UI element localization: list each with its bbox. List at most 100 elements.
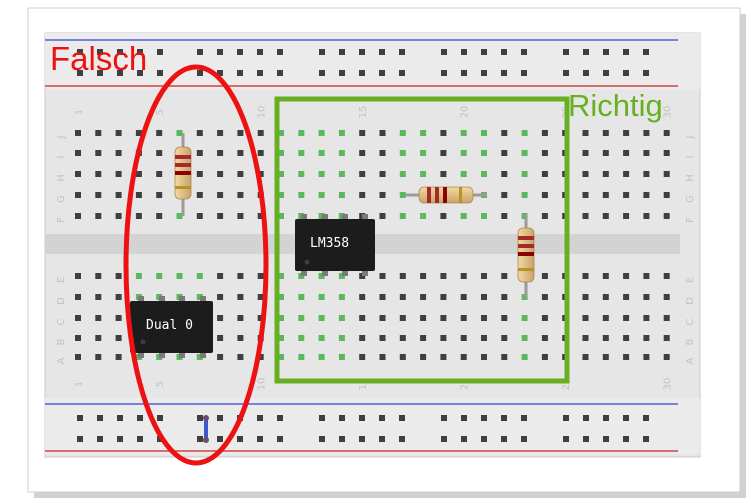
breadboard-hole (75, 150, 81, 156)
breadboard-hole (278, 273, 284, 279)
breadboard-hole (359, 294, 366, 300)
row-letter: D (685, 297, 696, 305)
breadboard-hole (318, 130, 325, 136)
breadboard-hole (135, 192, 142, 198)
row-letter: G (56, 195, 67, 203)
breadboard-hole (278, 354, 284, 360)
breadboard-hole (440, 130, 447, 136)
breadboard-hole (298, 335, 305, 341)
breadboard-hole (196, 273, 203, 279)
breadboard-hole (75, 130, 81, 136)
breadboard-hole (501, 354, 508, 360)
breadboard-hole (237, 192, 244, 198)
breadboard-hole (338, 315, 345, 321)
breadboard-hole (359, 130, 366, 136)
breadboard-hole (277, 415, 283, 421)
breadboard-hole (602, 294, 609, 300)
breadboard-hole (379, 273, 386, 279)
column-number: 15 (358, 106, 369, 119)
breadboard-hole (663, 273, 670, 279)
row-letter: F (56, 217, 67, 223)
breadboard-hole (623, 315, 630, 321)
breadboard-hole (339, 415, 345, 421)
breadboard-hole (602, 192, 609, 198)
breadboard-hole (521, 436, 527, 442)
breadboard-hole (461, 436, 467, 442)
breadboard-hole (440, 150, 447, 156)
breadboard-hole (95, 354, 102, 360)
breadboard-hole (277, 49, 283, 55)
breadboard-hole (521, 315, 528, 321)
breadboard-hole (115, 354, 122, 360)
breadboard-hole (481, 130, 487, 136)
breadboard-hole (298, 192, 305, 198)
column-number: 1 (74, 109, 85, 115)
breadboard-hole (541, 150, 548, 156)
breadboard-hole (95, 130, 102, 136)
breadboard-hole (582, 171, 589, 177)
breadboard-hole (217, 150, 224, 156)
breadboard-hole (379, 335, 386, 341)
breadboard-hole (278, 171, 284, 177)
breadboard-hole (563, 49, 569, 55)
breadboard-hole (257, 315, 264, 321)
breadboard-hole (77, 70, 83, 76)
breadboard-hole (602, 354, 609, 360)
column-number: 20 (460, 106, 471, 119)
breadboard-hole (339, 70, 345, 76)
row-letter: F (685, 217, 696, 223)
breadboard-hole (501, 415, 507, 421)
breadboard-hole (460, 273, 467, 279)
breadboard-hole (298, 354, 305, 360)
breadboard-hole (298, 130, 305, 136)
breadboard-hole (379, 294, 386, 300)
breadboard-hole (663, 294, 670, 300)
breadboard-hole (117, 415, 123, 421)
breadboard-hole (197, 415, 203, 421)
breadboard-hole (440, 171, 447, 177)
breadboard-hole (115, 171, 122, 177)
breadboard-hole (623, 130, 630, 136)
breadboard-hole (115, 192, 122, 198)
breadboard-hole (461, 49, 467, 55)
breadboard-hole (460, 354, 467, 360)
breadboard-hole (278, 294, 284, 300)
breadboard-hole (176, 130, 183, 136)
breadboard-hole (602, 213, 609, 219)
breadboard-hole (643, 130, 650, 136)
breadboard-hole (420, 171, 427, 177)
breadboard-hole (643, 273, 650, 279)
breadboard-hole (156, 130, 163, 136)
breadboard-hole (217, 49, 223, 55)
breadboard-hole (257, 436, 263, 442)
breadboard-hole (501, 192, 508, 198)
breadboard-hole (137, 70, 143, 76)
column-number: 10 (257, 106, 268, 119)
breadboard-hole (135, 171, 142, 177)
column-number: 10 (257, 378, 268, 391)
breadboard-hole (643, 436, 649, 442)
breadboard-hole (156, 273, 163, 279)
breadboard-hole (379, 192, 386, 198)
breadboard-hole (481, 273, 487, 279)
breadboard-hole (420, 294, 427, 300)
breadboard-hole (237, 354, 244, 360)
chip-pin (342, 270, 348, 276)
chip-pin (179, 296, 185, 302)
chip-pin (362, 270, 368, 276)
breadboard-hole (521, 49, 527, 55)
chip-pin (301, 214, 307, 220)
breadboard-hole (95, 213, 102, 219)
breadboard-hole (318, 171, 325, 177)
breadboard-hole (399, 192, 406, 198)
breadboard-hole (338, 192, 345, 198)
breadboard-hole (359, 415, 365, 421)
breadboard-hole (115, 150, 122, 156)
breadboard-hole (379, 171, 386, 177)
breadboard-hole (521, 70, 527, 76)
row-letter: J (56, 136, 67, 140)
breadboard-hole (643, 315, 650, 321)
breadboard-hole (197, 436, 203, 442)
breadboard-hole (663, 192, 670, 198)
